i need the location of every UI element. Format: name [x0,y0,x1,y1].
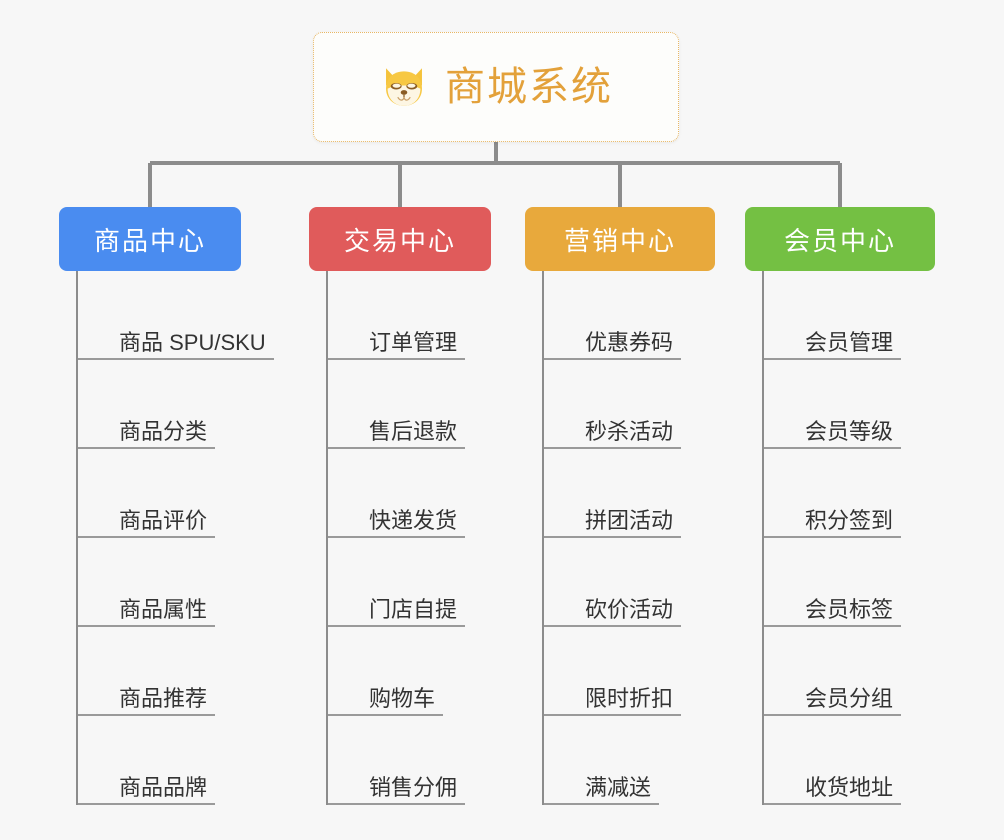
branch-header-label: 会员中心 [783,225,896,256]
leaf-underline [544,358,681,360]
leaf-item-label: 商品 SPU/SKU [119,329,266,355]
branch-column: 交易中心订单管理售后退款快递发货门店自提购物车销售分佣 [309,207,491,805]
leaf-item[interactable]: 限时折扣 [544,627,715,716]
leaf-item-label: 秒杀活动 [585,418,674,444]
leaf-underline [78,536,215,538]
leaf-item-label: 商品分类 [119,418,208,444]
leaf-item[interactable]: 会员分组 [764,627,935,716]
leaf-item-label: 会员标签 [805,596,894,622]
branch-column: 营销中心优惠券码秒杀活动拼团活动砍价活动限时折扣满减送 [525,207,715,805]
leaf-item-label: 限时折扣 [585,685,674,711]
branch-header-label: 商品中心 [93,225,206,256]
leaf-item[interactable]: 订单管理 [328,271,491,360]
leaf-item[interactable]: 优惠券码 [544,271,715,360]
leaf-underline [328,536,465,538]
leaf-underline [78,447,215,449]
leaf-list: 会员管理会员等级积分签到会员标签会员分组收货地址 [762,271,935,805]
leaf-item[interactable]: 收货地址 [764,716,935,805]
leaf-item[interactable]: 商品推荐 [78,627,274,716]
leaf-item[interactable]: 商品分类 [78,360,274,449]
leaf-item[interactable]: 会员管理 [764,271,935,360]
leaf-item-label: 会员管理 [805,329,894,355]
branch-column: 会员中心会员管理会员等级积分签到会员标签会员分组收货地址 [745,207,935,805]
branch-column: 商品中心商品 SPU/SKU 商品分类商品评价商品属性商品推荐商品品牌 [59,207,274,805]
leaf-item-label: 商品属性 [119,596,208,622]
leaf-underline [764,536,901,538]
leaf-underline [328,714,443,716]
leaf-item-label: 商品评价 [119,507,208,533]
leaf-item[interactable]: 满减送 [544,716,715,805]
branch-header[interactable]: 会员中心 [745,207,935,271]
leaf-underline [78,358,274,360]
leaf-item[interactable]: 会员等级 [764,360,935,449]
leaf-item-label: 积分签到 [805,507,894,533]
leaf-item-label: 购物车 [369,685,436,711]
leaf-item[interactable]: 砍价活动 [544,538,715,627]
leaf-underline [78,803,215,805]
leaf-item-label: 会员分组 [805,685,894,711]
branch-header-label: 交易中心 [343,225,456,256]
leaf-item[interactable]: 门店自提 [328,538,491,627]
root-node[interactable]: 商城系统 [313,32,679,142]
leaf-item-label: 商品推荐 [119,685,208,711]
leaf-item-label: 商品品牌 [119,774,208,800]
shiba-dog-face-icon [386,68,422,106]
leaf-underline [544,714,681,716]
leaf-item[interactable]: 商品 SPU/SKU [78,271,274,360]
leaf-item-label: 售后退款 [369,418,458,444]
leaf-item-label: 砍价活动 [585,596,674,622]
leaf-item-label: 门店自提 [369,596,458,622]
leaf-underline [328,625,465,627]
leaf-list: 商品 SPU/SKU 商品分类商品评价商品属性商品推荐商品品牌 [76,271,274,805]
leaf-list: 订单管理售后退款快递发货门店自提购物车销售分佣 [326,271,491,805]
leaf-item-label: 收货地址 [805,774,894,800]
leaf-underline [544,447,681,449]
leaf-underline [544,625,681,627]
leaf-underline [78,714,215,716]
leaf-item-label: 满减送 [585,774,652,800]
branch-header[interactable]: 商品中心 [59,207,241,271]
leaf-underline [764,358,901,360]
leaf-underline [328,803,465,805]
leaf-underline [764,714,901,716]
branch-header[interactable]: 交易中心 [309,207,491,271]
leaf-item[interactable]: 销售分佣 [328,716,491,805]
leaf-item[interactable]: 会员标签 [764,538,935,627]
leaf-underline [544,803,659,805]
leaf-item[interactable]: 售后退款 [328,360,491,449]
leaf-item[interactable]: 商品评价 [78,449,274,538]
leaf-item[interactable]: 积分签到 [764,449,935,538]
leaf-item-label: 销售分佣 [369,774,458,800]
branch-header-label: 营销中心 [563,225,676,256]
leaf-item[interactable]: 秒杀活动 [544,360,715,449]
leaf-underline [78,625,215,627]
leaf-item-label: 拼团活动 [585,507,674,533]
leaf-underline [764,625,901,627]
leaf-underline [544,536,681,538]
leaf-item[interactable]: 快递发货 [328,449,491,538]
leaf-item[interactable]: 商品属性 [78,538,274,627]
branch-header[interactable]: 营销中心 [525,207,715,271]
leaf-item[interactable]: 商品品牌 [78,716,274,805]
leaf-item[interactable]: 拼团活动 [544,449,715,538]
leaf-item[interactable]: 购物车 [328,627,491,716]
leaf-underline [764,447,901,449]
leaf-underline [764,803,901,805]
leaf-item-label: 快递发货 [369,507,458,533]
leaf-underline [328,447,465,449]
leaf-list: 优惠券码秒杀活动拼团活动砍价活动限时折扣满减送 [542,271,715,805]
leaf-item-label: 订单管理 [369,329,458,355]
leaf-item-label: 会员等级 [805,418,894,444]
root-title: 商城系统 [445,65,613,109]
leaf-underline [328,358,465,360]
leaf-item-label: 优惠券码 [585,329,674,355]
